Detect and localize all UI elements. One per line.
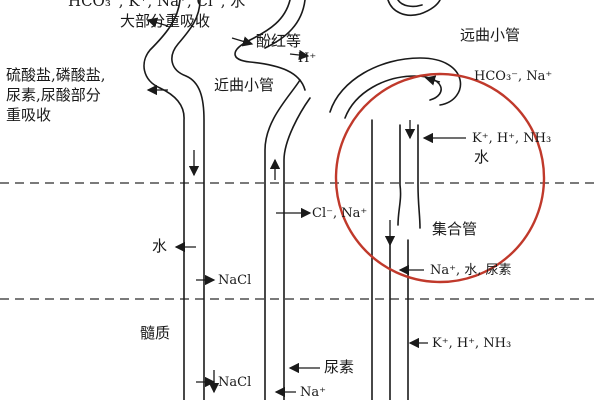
water-left-label: 水 (152, 237, 167, 255)
major-reabsorb-label: 大部分重吸收 (120, 12, 210, 30)
distal-ions-label: HCO₃⁻, Na⁺ (474, 69, 552, 84)
proximal-tubule-label: 近曲小管 (214, 76, 274, 94)
water-right-label: 水 (474, 148, 489, 166)
proximal-tubule-shape (143, 0, 306, 400)
top-ions-label: HCO₃⁻, K⁺, Na⁺, Cl⁻, 水 (68, 0, 245, 10)
na-lower-label: Na⁺ (300, 385, 326, 400)
urea-label: 尿素 (324, 358, 354, 376)
glomerulus-icon (387, 0, 441, 16)
cl-na-label: Cl⁻, Na⁺ (312, 206, 367, 221)
nacl-lower-label: NaCl (218, 375, 251, 390)
na-water-urea-label: Na⁺, 水, 尿素 (430, 263, 512, 278)
transport-arrows (146, 17, 466, 398)
collecting-duct-label: 集合管 (432, 220, 477, 238)
medulla-label: 髓质 (140, 324, 170, 342)
flow-arrows (188, 120, 416, 394)
nacl-upper-label: NaCl (218, 273, 251, 288)
h-plus-top-label: H⁺ (298, 51, 316, 66)
phenol-red-label: 酚红等 (256, 32, 301, 50)
loop-of-henle-shape (264, 79, 311, 400)
k-h-nh3-label: K⁺, H⁺, NH₃ (472, 131, 551, 146)
sulfate-label-line2: 尿素,尿酸部分 (6, 86, 101, 104)
highlight-circle (334, 72, 546, 284)
sulfate-label-line3: 重吸收 (6, 106, 51, 124)
sulfate-label-line1: 硫酸盐,磷酸盐, (6, 66, 106, 84)
distal-tubule-label: 远曲小管 (460, 26, 520, 44)
k-h-nh3-lower-label: K⁺, H⁺, NH₃ (432, 336, 511, 351)
